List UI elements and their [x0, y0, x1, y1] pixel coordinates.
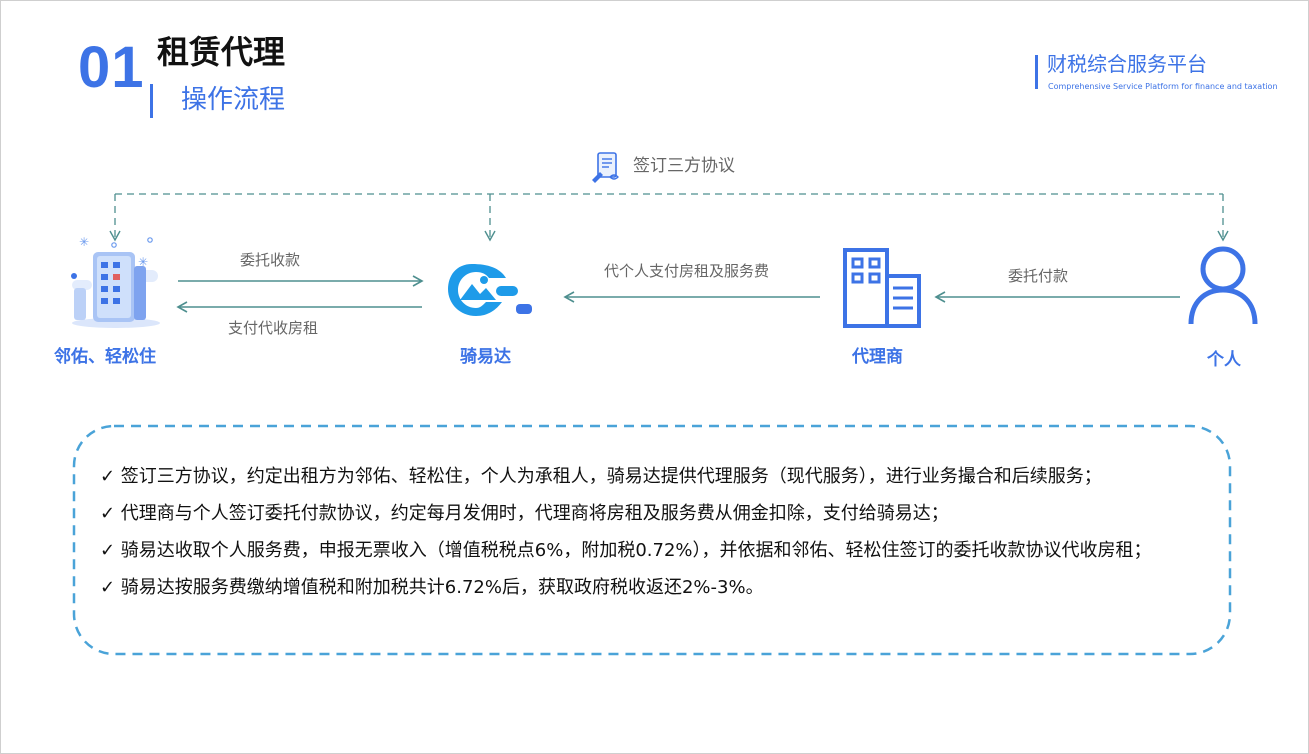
notes-list: ✓ 签订三方协议，约定出租方为邻佑、轻松住，个人为承租人，骑易达提供代理服务（现… [100, 458, 1205, 606]
apartment-building-icon: ✳ ✳ [71, 235, 160, 328]
page-title: 租赁代理 [157, 33, 286, 71]
node-lessor-label: 邻佑、轻松住 [54, 347, 156, 367]
agreement-connector [109, 193, 1229, 242]
node-agent-label: 代理商 [852, 347, 903, 367]
brand-divider [1035, 55, 1038, 89]
note-item: ✓ 骑易达按服务费缴纳增值税和附加税共计6.72%后，获取政府税收返还2%-3%… [100, 577, 764, 598]
svg-text:✳: ✳ [79, 235, 89, 249]
agreement-label: 签订三方协议 [633, 156, 735, 176]
note-item: ✓ 骑易达收取个人服务费，申报无票收入（增值税税点6%，附加税0.72%），并依… [100, 540, 1152, 561]
page-subtitle: 操作流程 [181, 85, 286, 115]
section-number: 01 [78, 35, 145, 100]
node-platform-label: 骑易达 [460, 347, 511, 367]
notes-box [72, 424, 1232, 656]
title-divider [150, 84, 153, 118]
platform-logo-icon [448, 264, 532, 316]
note-item: ✓ 签订三方协议，约定出租方为邻佑、轻松住，个人为承租人，骑易达提供代理服务（现… [100, 466, 1102, 487]
office-building-icon [843, 248, 921, 328]
edge-label-entrust-collection: 委托收款 [240, 251, 301, 269]
flow-diagram [109, 193, 1229, 313]
edge-label-pay-rent: 支付代收房租 [228, 319, 319, 337]
contract-icon [592, 152, 619, 183]
brand-subtitle: Comprehensive Service Platform for finan… [1048, 82, 1278, 91]
note-item: ✓ 代理商与个人签订委托付款协议，约定每月发佣时，代理商将房租及服务费从佣金扣除… [100, 503, 949, 524]
edge-label-agent-payment: 代个人支付房租及服务费 [604, 262, 770, 280]
brand-title: 财税综合服务平台 [1047, 52, 1207, 76]
svg-text:✳: ✳ [138, 255, 148, 269]
person-icon [1188, 246, 1258, 325]
edge-label-entrust-payment: 委托付款 [1008, 267, 1069, 285]
node-individual-label: 个人 [1207, 350, 1241, 370]
